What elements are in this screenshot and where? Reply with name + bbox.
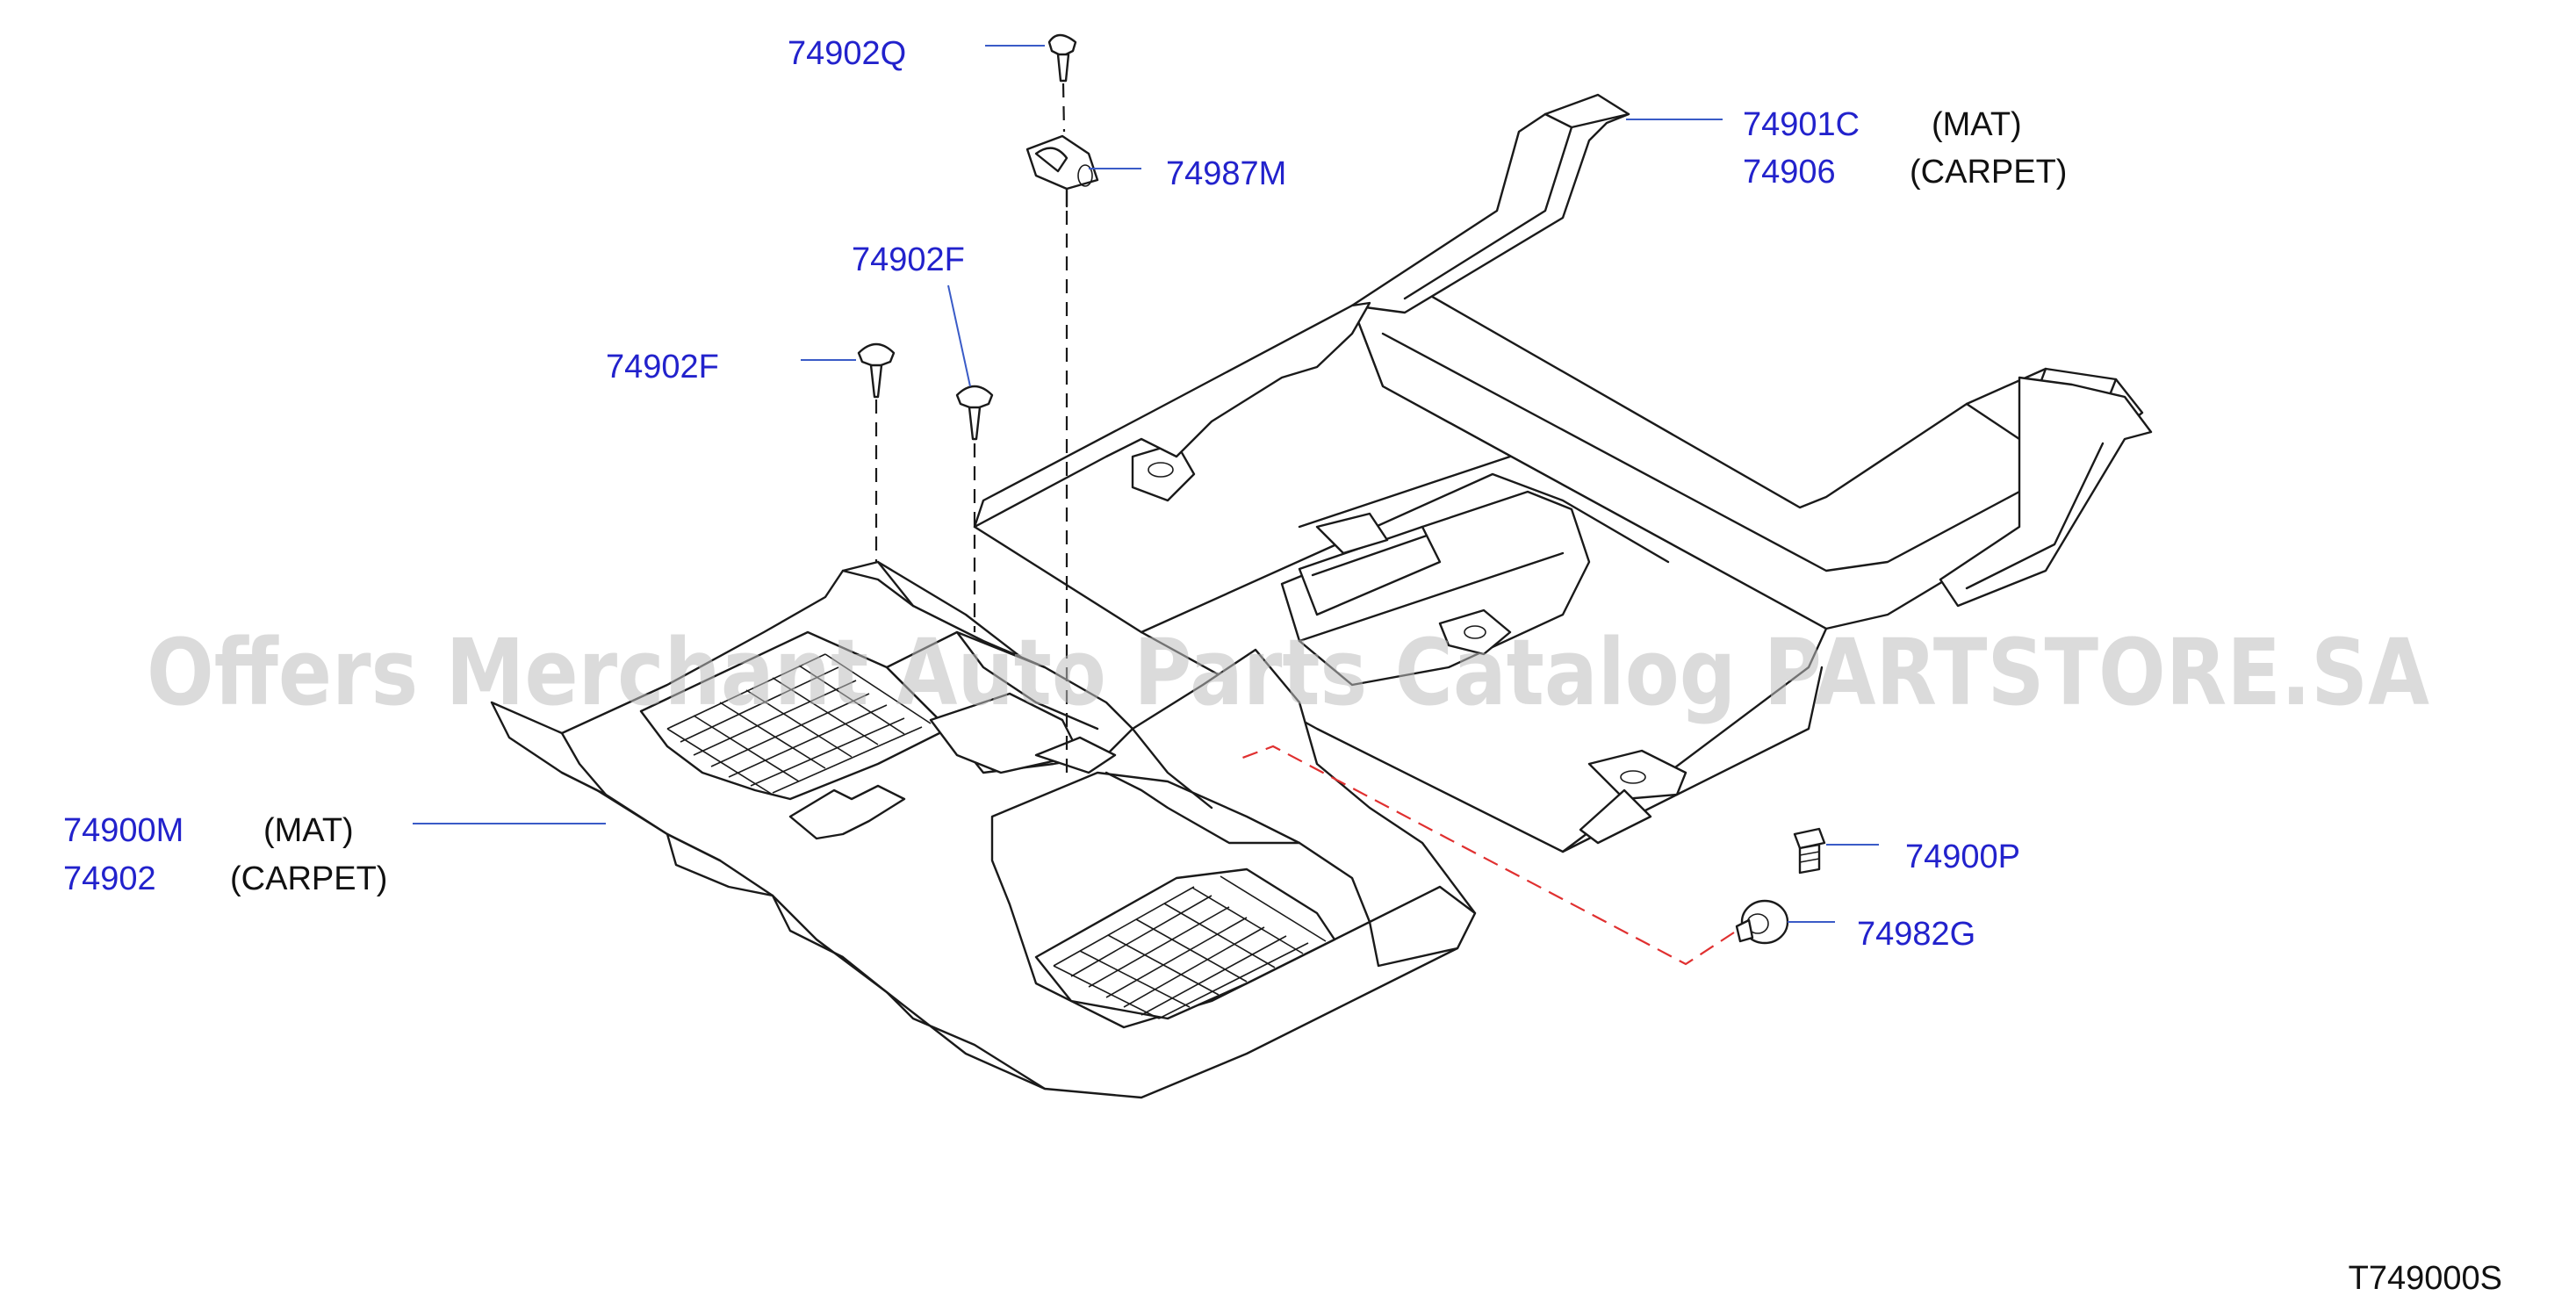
grommet-74982g [1735,899,1789,945]
front-carpet [490,560,1477,1099]
part-number[interactable]: 74902 [63,860,156,897]
leader-lines [413,45,1879,923]
part-number[interactable]: 74982G [1857,916,1975,953]
callout-74982g[interactable]: 74982G [1857,916,1975,953]
callout-74902q[interactable]: 74902Q [788,35,906,72]
callout-74987m[interactable]: 74987M [1166,155,1286,192]
callout-74901c[interactable]: 74901C (MAT) [1743,106,2022,143]
part-number[interactable]: 74902F [852,241,965,278]
watermark: Offers Merchant Auto Parts Catalog PARTS… [147,619,2429,726]
callout-74900m[interactable]: 74900M (MAT) [63,812,354,849]
part-number[interactable]: 74900P [1905,839,2020,875]
part-number[interactable]: 74902F [606,349,719,385]
left-footwell-grid [666,653,932,795]
part-description: (CARPET) [1910,154,2067,191]
floor-carpet-drawing [490,33,2153,1099]
callout-74902[interactable]: 74902 (CARPET) [63,860,387,897]
callout-74900p[interactable]: 74900P [1905,839,2020,875]
diagram-code: T749000S [2349,1260,2502,1297]
clip-74987m [1025,134,1099,208]
leader-74902f-top [947,284,971,387]
bolt-74900p [1793,827,1826,875]
part-description: (MAT) [263,812,354,849]
install-path-74902q [1061,83,1066,133]
fastener-74902q [1047,33,1077,83]
part-number[interactable]: 74900M [63,812,183,849]
part-number[interactable]: 74902Q [788,35,906,72]
install-path-74982g [1237,745,1735,966]
part-description: (MAT) [1932,106,2022,143]
part-number[interactable]: 74906 [1743,154,1836,191]
callout-74902f-left[interactable]: 74902F [606,349,719,385]
part-number[interactable]: 74901C [1743,106,1860,143]
callout-74902f-top[interactable]: 74902F [852,241,965,278]
rear-carpet-frame [973,93,2153,853]
part-description: (CARPET) [230,860,387,897]
part-number[interactable]: 74987M [1166,155,1286,192]
right-footwell-grid [1053,875,1327,1019]
callout-74906[interactable]: 74906 (CARPET) [1743,154,2067,191]
fastener-74902f-top [955,385,994,441]
fastener-74902f-left [857,342,896,399]
